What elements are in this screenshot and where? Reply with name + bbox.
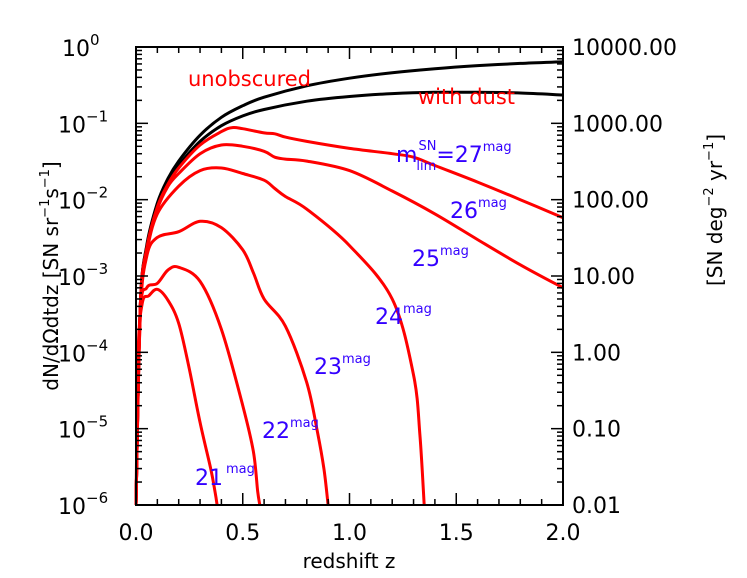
x-tick-label: 1.0 xyxy=(332,521,367,546)
curves-group xyxy=(134,60,564,506)
y-tick-label-left: 10−2 xyxy=(58,184,108,215)
label-mag-22: 22mag xyxy=(262,416,319,444)
plot-frame xyxy=(135,46,564,506)
y-tick-label-right: 1000.00 xyxy=(572,112,663,137)
y-tick-label-left: 10−6 xyxy=(58,489,108,520)
label-unobscured: unobscured xyxy=(188,67,311,91)
y-tick-label-left: 100 xyxy=(62,31,100,62)
curve-m-lim-24-mag xyxy=(134,219,330,506)
label-with-dust: with dust xyxy=(418,85,515,109)
x-tick-label: 0.5 xyxy=(225,521,260,546)
y-tick-labels-left: 100 10−1 10−2 10−3 10−4 10−5 10−6 xyxy=(58,31,108,520)
label-mag-26: 26mag xyxy=(450,196,507,224)
y-tick-label-right: 0.10 xyxy=(572,418,621,443)
x-tick-labels: 0.0 0.5 1.0 1.5 2.0 xyxy=(119,521,581,546)
x-tick-label: 1.5 xyxy=(439,521,474,546)
label-mag-23: 23mag xyxy=(314,352,371,380)
y-tick-label-right: 0.01 xyxy=(572,494,621,519)
y-tick-labels-right: 10000.00 1000.00 100.00 10.00 1.00 0.10 0.01 xyxy=(572,36,677,519)
y-tick-label-right: 1.00 xyxy=(572,341,621,366)
x-tick-label: 0.0 xyxy=(119,521,154,546)
y-tick-label-left: 10−5 xyxy=(58,413,108,444)
x-axis-title: redshift z xyxy=(303,549,396,573)
curve-m-lim-23-mag xyxy=(134,265,262,506)
x-tick-label: 2.0 xyxy=(546,521,581,546)
label-mag-24: 24mag xyxy=(375,302,432,330)
curve-m-lim-25-mag xyxy=(134,166,426,506)
y-tick-label-right: 100.00 xyxy=(572,189,649,214)
y-tick-label-left: 10−1 xyxy=(58,107,108,138)
label-mag-25: 25mag xyxy=(412,244,469,272)
curve-m-lim-22-mag xyxy=(134,287,219,506)
y-tick-label-left: 10−4 xyxy=(58,336,108,367)
ticks-group xyxy=(135,46,564,506)
y-tick-label-right: 10000.00 xyxy=(572,36,677,61)
y-tick-label-right: 10.00 xyxy=(572,265,635,290)
curve-m-lim-27-mag xyxy=(134,125,564,506)
y-tick-label-left: 10−3 xyxy=(58,260,108,291)
y-axis-title-right: [SN deg−2 yr−1] xyxy=(702,134,727,286)
y-axis-title-left: dN/dΩdtdz [SN sr−1s−1] xyxy=(38,161,63,391)
